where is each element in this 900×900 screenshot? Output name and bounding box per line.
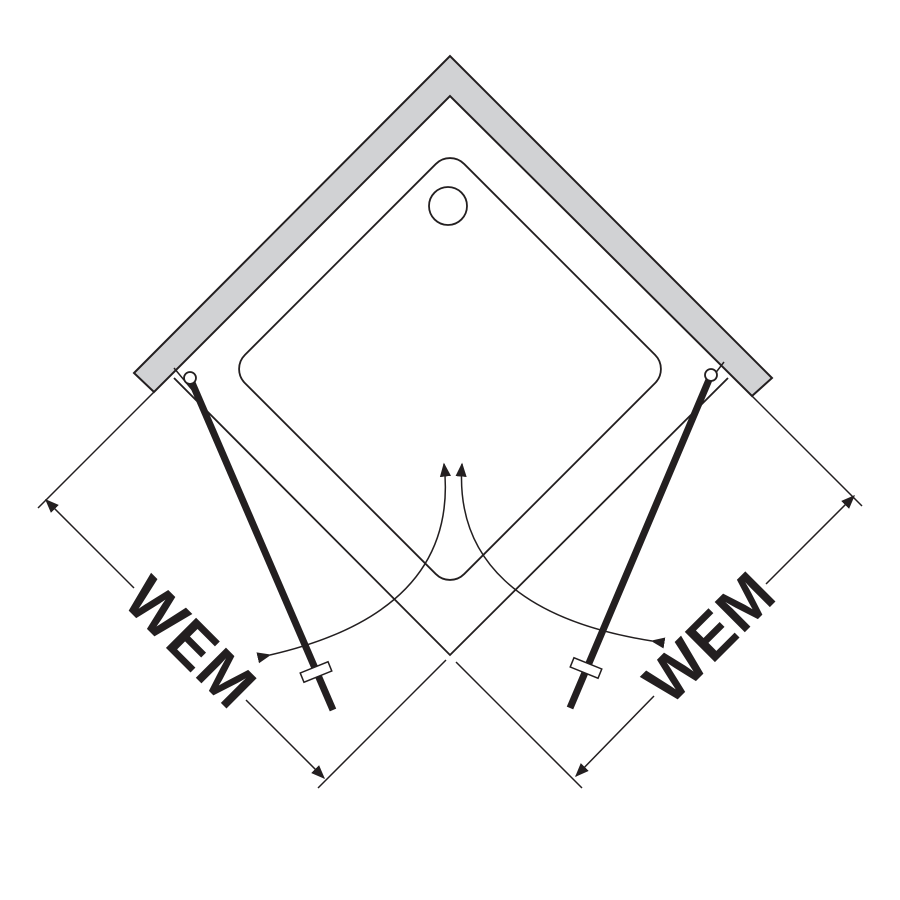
right-swing-arrow-icon xyxy=(455,462,666,649)
left-door-handle-icon xyxy=(299,660,333,684)
right-dimension-line xyxy=(575,495,855,778)
left-dimension-line xyxy=(45,499,325,779)
right-dimension-label: WEM xyxy=(631,559,789,717)
left-dimension-label: WEM xyxy=(111,564,269,722)
left-hinge-icon xyxy=(173,367,197,393)
right-hinge-icon xyxy=(703,361,725,389)
extension-lines xyxy=(37,391,863,789)
right-door-handle-icon xyxy=(569,656,603,680)
drain-icon xyxy=(428,186,468,226)
left-swing-arrow-icon xyxy=(256,462,451,664)
